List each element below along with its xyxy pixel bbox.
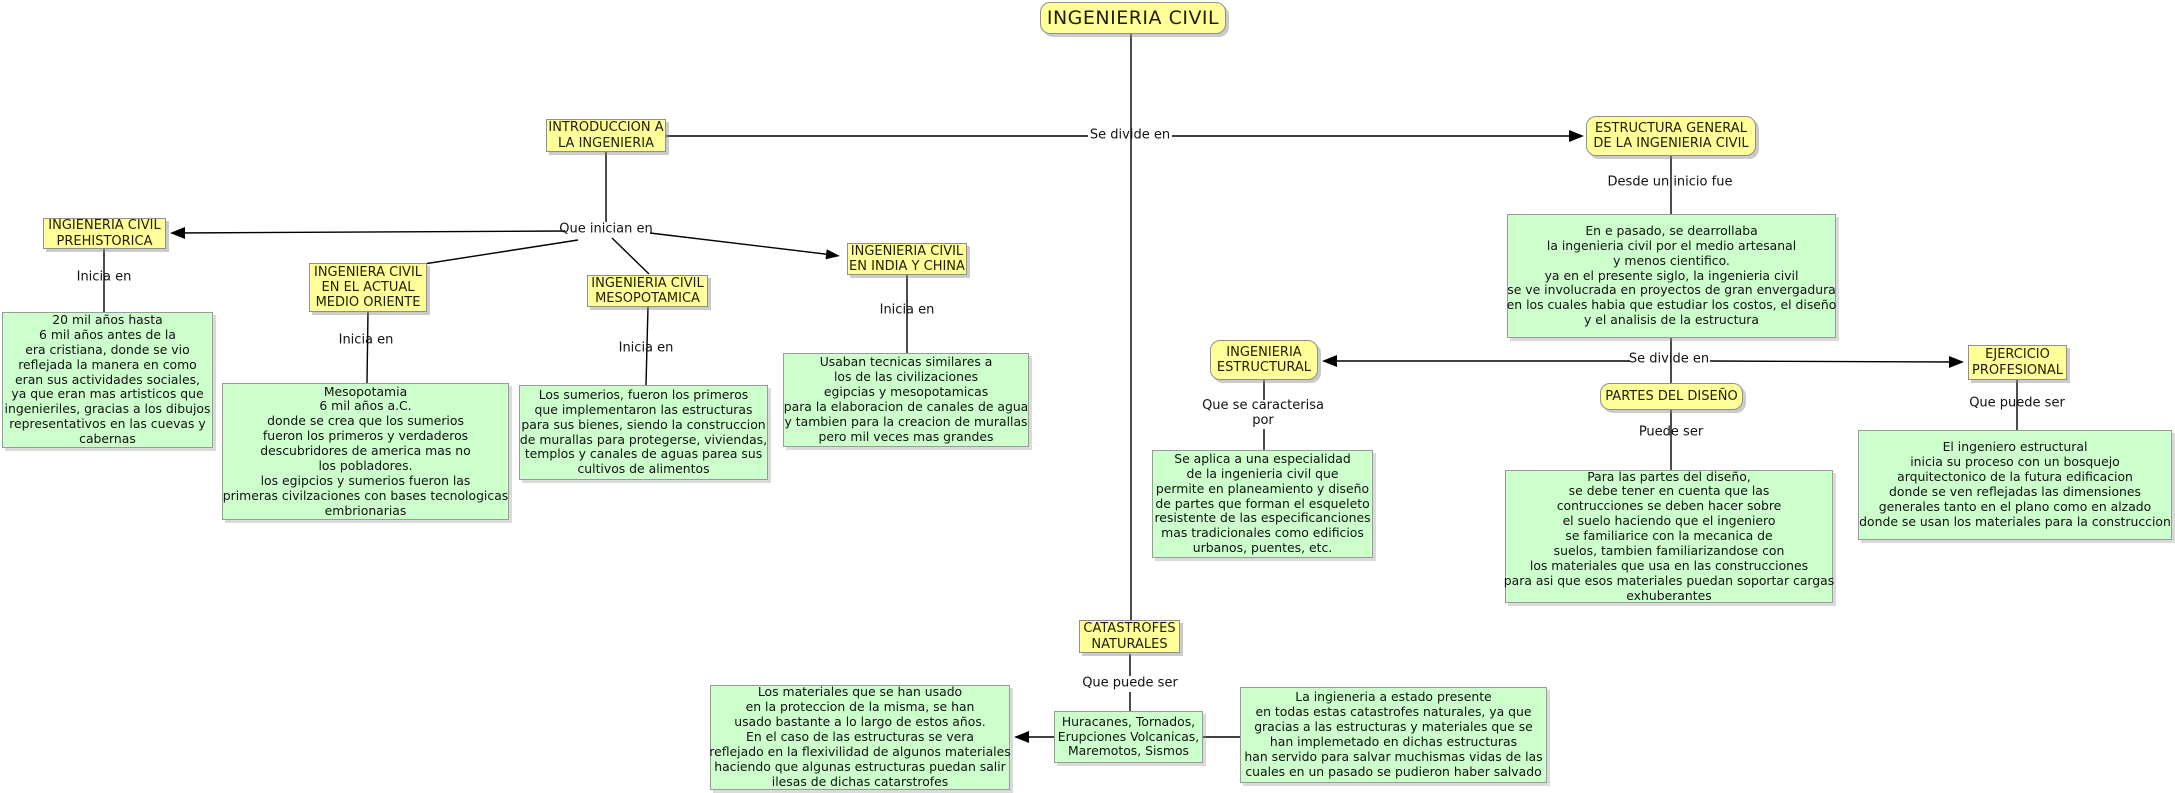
description-ejercicio-profesional[interactable]: El ingeniero estructural inicia su proce… <box>1858 430 2172 540</box>
link-label-se-divide-en-mid[interactable]: Se divide en <box>1628 351 1710 367</box>
link-label-inicia-en-medio-oriente[interactable]: Inicia en <box>338 332 394 348</box>
link-label-se-divide-en-top[interactable]: Se divide en <box>1089 127 1171 143</box>
description-huracanes-tornados[interactable]: Huracanes, Tornados, Erupciones Volcanic… <box>1054 711 1203 763</box>
link-label-que-puede-ser-catastrofes[interactable]: Que puede ser <box>1082 675 1178 691</box>
description-mesopotamica[interactable]: Los sumerios, fueron los primeros que im… <box>519 385 768 480</box>
link-label-inicia-en-prehistorica[interactable]: Inicia en <box>76 269 132 285</box>
description-partes-del-diseno[interactable]: Para las partes del diseño, se debe tene… <box>1503 468 1835 603</box>
description-ingenieria-estructural[interactable]: Se aplica a una especialidad de la ingen… <box>1152 450 1373 558</box>
concept-ingenieria-estructural[interactable]: INGENIERIA ESTRUCTURAL <box>1210 340 1318 380</box>
link-label-inicia-en-mesopotamica[interactable]: Inicia en <box>618 340 674 356</box>
description-prehistorica[interactable]: 20 mil años hasta 6 mil años antes de la… <box>2 312 213 448</box>
concept-civil-india-china[interactable]: INGENIERIA CIVIL EN INDIA Y CHINA <box>847 243 967 275</box>
concept-catastrofes-naturales[interactable]: CATASTROFES NATURALES <box>1079 620 1180 653</box>
link-label-inicia-en-india[interactable]: Inicia en <box>879 302 935 318</box>
concept-civil-mesopotamica[interactable]: INGENIERIA CIVIL MESOPOTAMICA <box>587 275 708 307</box>
link-label-que-se-caracterisa-por[interactable]: Que se caracterisa por <box>1202 398 1324 428</box>
concept-introduccion-ingenieria[interactable]: INTRODUCCION A LA INGENIERIA <box>546 119 666 152</box>
concept-civil-prehistorica[interactable]: INGIENERIA CIVIL PREHISTORICA <box>43 218 166 249</box>
link-label-que-inician-en[interactable]: Que inician en <box>559 221 653 237</box>
description-medio-oriente[interactable]: Mesopotamia 6 mil años a.C. donde se cre… <box>222 383 509 520</box>
concept-ingenieria-civil[interactable]: INGENIERIA CIVIL <box>1040 2 1226 34</box>
concept-ejercicio-profesional[interactable]: EJERCICIO PROFESIONAL <box>1968 345 2067 380</box>
concept-civil-medio-oriente[interactable]: INGENIERA CIVIL EN EL ACTUAL MEDIO ORIEN… <box>309 263 427 312</box>
link-label-que-puede-ser-ejercicio[interactable]: Que puede ser <box>1969 395 2065 411</box>
description-ingenieria-presente[interactable]: La ingieneria a estado presente en todas… <box>1240 687 1547 783</box>
link-label-puede-ser[interactable]: Puede ser <box>1638 424 1704 440</box>
description-india-china[interactable]: Usaban tecnicas similares a los de las c… <box>783 353 1029 447</box>
description-materiales-proteccion[interactable]: Los materiales que se han usado en la pr… <box>709 684 1011 790</box>
concept-estructura-general[interactable]: ESTRUCTURA GENERAL DE LA INGENIERIA CIVI… <box>1586 116 1756 156</box>
link-label-desde-un-inicio-fue[interactable]: Desde un inicio fue <box>1607 174 1733 190</box>
concept-partes-del-diseno[interactable]: PARTES DEL DISEÑO <box>1600 383 1743 410</box>
description-estructura-general[interactable]: En e pasado, se dearrollaba la ingenieri… <box>1507 214 1836 338</box>
